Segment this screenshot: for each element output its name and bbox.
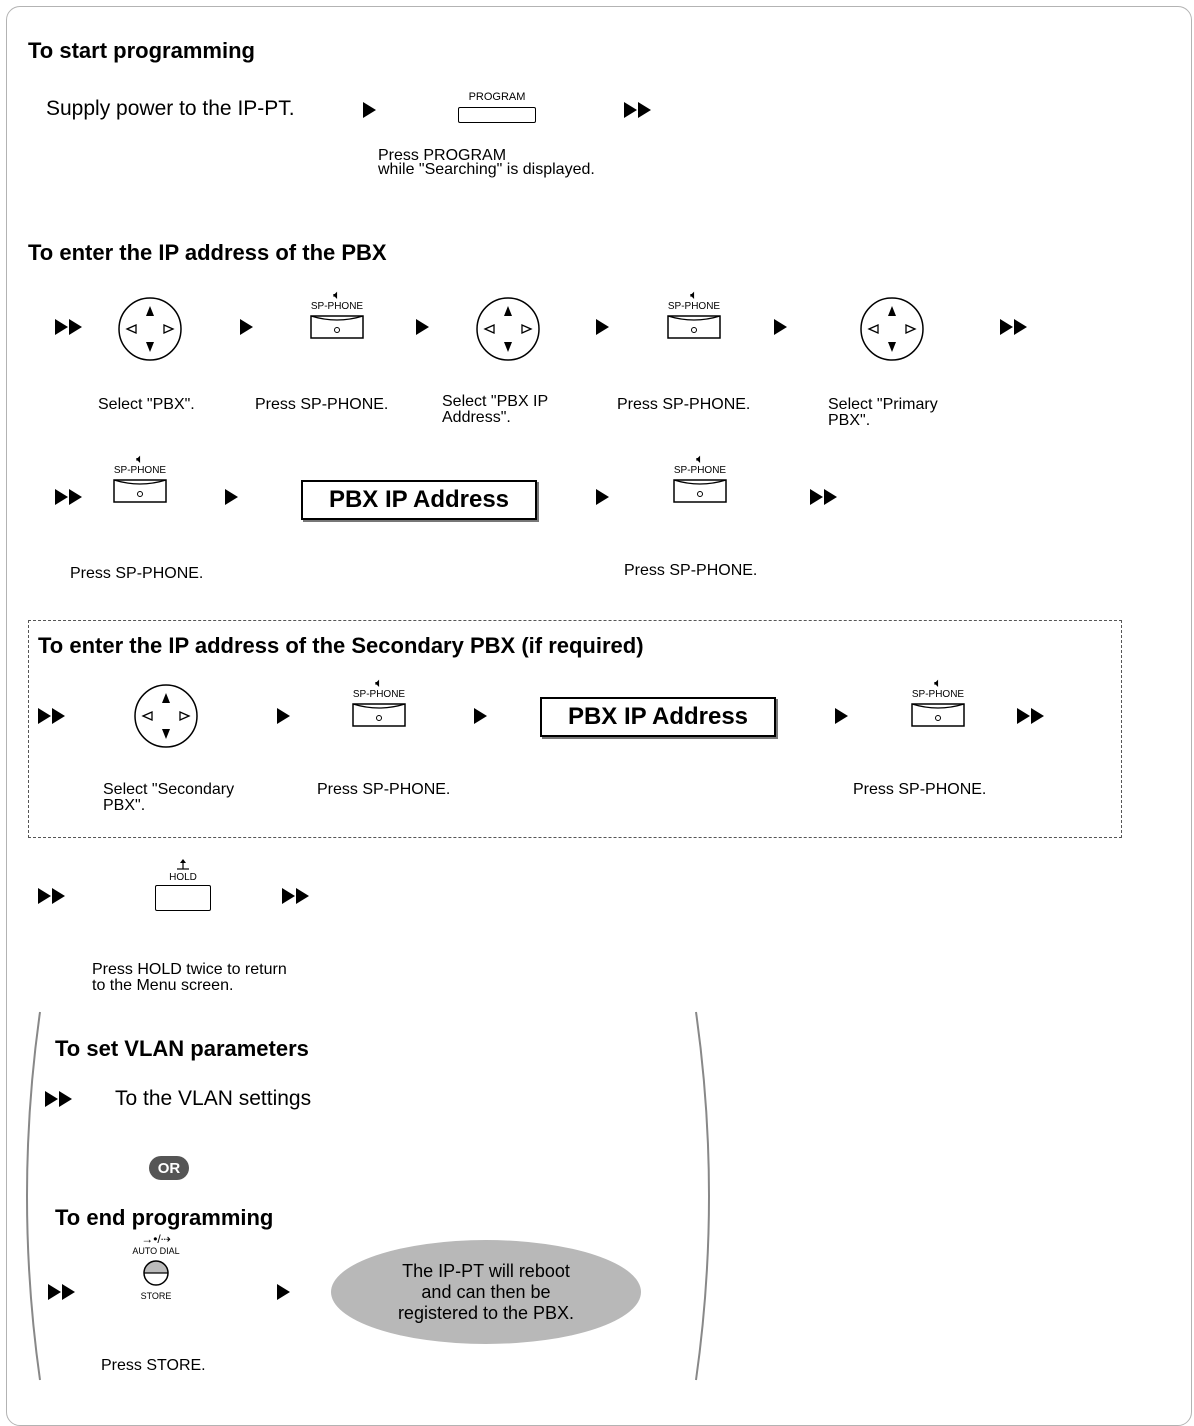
caption-press-sp-phone: Press SP-PHONE. xyxy=(317,781,451,798)
arrow-icon xyxy=(277,708,290,724)
pbx-ip-address-box[interactable]: PBX IP Address xyxy=(540,697,776,737)
double-arrow-icon xyxy=(282,888,309,904)
caption-press-sp-phone: Press SP-PHONE. xyxy=(255,396,389,413)
store-button-icon xyxy=(143,1260,169,1286)
sp-phone-button-icon xyxy=(310,315,364,339)
speaker-icon: 🔈︎ xyxy=(690,287,698,302)
sp-phone-key[interactable]: 🔈︎ SP-PHONE xyxy=(668,452,732,504)
sp-phone-button-icon xyxy=(667,315,721,339)
reboot-note-line1: The IP-PT will reboot xyxy=(402,1260,570,1281)
double-arrow-icon xyxy=(810,489,837,505)
sp-phone-label: SP-PHONE xyxy=(673,465,727,476)
caption-press-store: Press STORE. xyxy=(101,1357,206,1374)
speaker-icon: 🔈︎ xyxy=(696,451,704,466)
arrow-icon xyxy=(474,708,487,724)
reboot-note-line3: registered to the PBX. xyxy=(397,1302,575,1323)
program-key[interactable]: PROGRAM xyxy=(458,92,536,123)
sp-phone-label: SP-PHONE xyxy=(667,301,721,312)
caption-press-sp-phone: Press SP-PHONE. xyxy=(853,781,987,798)
double-arrow-icon xyxy=(38,708,65,724)
or-badge: OR xyxy=(149,1156,189,1180)
caption-select-pbx-ip-1: Select "PBX IP xyxy=(442,393,549,410)
caption-select-pbx: Select "PBX". xyxy=(98,396,195,413)
caption-press-sp-phone: Press SP-PHONE. xyxy=(617,396,751,413)
arrow-icon xyxy=(363,102,376,118)
sp-phone-label: SP-PHONE xyxy=(352,689,406,700)
program-key-icon xyxy=(458,107,536,123)
double-arrow-icon xyxy=(55,489,82,505)
speaker-icon: 🔈︎ xyxy=(136,451,144,466)
arrow-icon xyxy=(277,1284,290,1300)
sp-phone-button-icon xyxy=(911,703,965,727)
store-key[interactable]: →•/⇢ AUTO DIAL STORE xyxy=(126,1232,186,1302)
double-arrow-icon xyxy=(48,1284,75,1300)
double-arrow-icon xyxy=(1000,319,1027,335)
caption-select-primary-2: PBX". xyxy=(828,412,871,429)
caption-press-sp-phone: Press SP-PHONE. xyxy=(624,562,758,579)
arrow-icon xyxy=(225,489,238,505)
caption-select-secondary-2: PBX". xyxy=(103,797,146,814)
hold-key-label: HOLD xyxy=(169,872,197,883)
end-heading: To end programming xyxy=(55,1205,274,1230)
reboot-note-ellipse: The IP-PT will reboot and can then be re… xyxy=(331,1240,641,1344)
double-arrow-icon xyxy=(45,1091,72,1107)
double-arrow-icon xyxy=(624,102,651,118)
store-label: STORE xyxy=(140,1291,172,1301)
arrow-icon xyxy=(835,708,848,724)
right-bracket xyxy=(695,1011,710,1381)
hold-caption-line2: to the Menu screen. xyxy=(92,977,234,994)
arrow-icon xyxy=(596,319,609,335)
navigator-key-icon[interactable] xyxy=(858,295,926,363)
auto-dial-arrows-icon: →•/⇢ xyxy=(141,1232,171,1246)
reboot-note-line2: and can then be xyxy=(421,1281,551,1302)
sp-phone-button-icon xyxy=(352,703,406,727)
caption-select-secondary-1: Select "Secondary xyxy=(103,781,235,798)
start-heading: To start programming xyxy=(28,38,255,63)
arrow-icon xyxy=(596,489,609,505)
sp-phone-label: SP-PHONE xyxy=(310,301,364,312)
primary-heading: To enter the IP address of the PBX xyxy=(28,240,387,265)
caption-select-primary-1: Select "Primary xyxy=(828,396,938,413)
double-arrow-icon xyxy=(38,888,65,904)
sp-phone-key[interactable]: 🔈︎ SP-PHONE xyxy=(108,452,172,504)
hold-button-icon xyxy=(155,885,211,911)
double-arrow-icon xyxy=(1017,708,1044,724)
sp-phone-button-icon xyxy=(113,479,167,503)
navigator-key-icon[interactable] xyxy=(132,682,200,750)
navigator-key-icon[interactable] xyxy=(116,295,184,363)
sp-phone-key[interactable]: 🔈︎ SP-PHONE xyxy=(906,676,970,728)
caption-press-sp-phone: Press SP-PHONE. xyxy=(70,565,204,582)
program-caption-line2: while "Searching" is displayed. xyxy=(378,161,595,178)
sp-phone-key[interactable]: 🔈︎ SP-PHONE xyxy=(662,288,726,340)
double-arrow-icon xyxy=(55,319,82,335)
vlan-heading: To set VLAN parameters xyxy=(55,1036,309,1061)
hold-caption-line1: Press HOLD twice to return xyxy=(92,961,287,978)
arrow-icon xyxy=(416,319,429,335)
program-key-label: PROGRAM xyxy=(468,91,526,103)
auto-dial-label: AUTO DIAL xyxy=(132,1246,180,1256)
arrow-icon xyxy=(774,319,787,335)
navigator-key-icon[interactable] xyxy=(474,295,542,363)
caption-select-pbx-ip-2: Address". xyxy=(442,409,511,426)
hold-icon xyxy=(177,859,189,870)
left-bracket xyxy=(26,1011,41,1381)
sp-phone-label: SP-PHONE xyxy=(911,689,965,700)
speaker-icon: 🔈︎ xyxy=(375,675,383,690)
supply-power-text: Supply power to the IP-PT. xyxy=(46,97,295,120)
sp-phone-key[interactable]: 🔈︎ SP-PHONE xyxy=(347,676,411,728)
speaker-icon: 🔈︎ xyxy=(333,287,341,302)
secondary-pbx-section xyxy=(28,620,1122,838)
arrow-icon xyxy=(240,319,253,335)
program-caption-line1: Press PROGRAM xyxy=(378,147,507,164)
sp-phone-button-icon xyxy=(673,479,727,503)
speaker-icon: 🔈︎ xyxy=(934,675,942,690)
pbx-ip-address-box[interactable]: PBX IP Address xyxy=(301,480,537,520)
vlan-settings-text[interactable]: To the VLAN settings xyxy=(115,1087,312,1110)
hold-key[interactable]: HOLD xyxy=(155,858,211,911)
secondary-heading: To enter the IP address of the Secondary… xyxy=(38,633,644,658)
sp-phone-key[interactable]: 🔈︎ SP-PHONE xyxy=(305,288,369,340)
sp-phone-label: SP-PHONE xyxy=(113,465,167,476)
